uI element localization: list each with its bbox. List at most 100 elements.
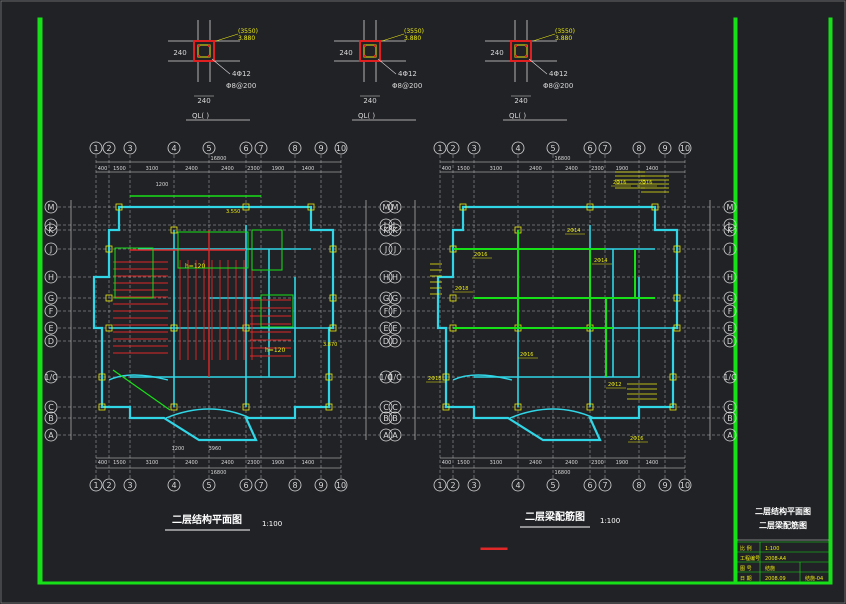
axis-bubble [723, 428, 737, 442]
dim-top: 1400 [302, 166, 315, 172]
axis-bubble [658, 478, 672, 492]
axis-bubble [511, 141, 525, 155]
rebar-dot [207, 44, 211, 48]
dim-top: 400 [98, 166, 108, 172]
axis-bubble [723, 270, 737, 284]
column [325, 373, 333, 381]
axis-left-D: D [388, 334, 402, 348]
axis-bottom-10: 10 [334, 478, 348, 492]
column [651, 203, 659, 211]
dim-note: 1200 [172, 446, 185, 452]
axis-left-L: L [44, 218, 58, 232]
dim-total-bottom: 16800 [555, 470, 571, 476]
axis-bubble [44, 242, 58, 256]
dim-height: 240 [173, 49, 186, 57]
dim-top: 3100 [490, 166, 503, 172]
dim-bottom: 1400 [646, 460, 659, 466]
rebar-spec: 4Φ12 [549, 70, 568, 78]
column [669, 403, 677, 411]
axis-bubble [723, 400, 737, 414]
arc-wall [108, 374, 169, 381]
column [307, 203, 315, 211]
drawing-title: 二层梁配筋图 [759, 520, 807, 530]
axis-bubble [388, 411, 402, 425]
stirrup [197, 44, 211, 58]
axis-bubble [388, 321, 402, 335]
axis-label: 10 [680, 481, 690, 490]
axis-bubble [102, 141, 116, 155]
axis-bubble [254, 478, 268, 492]
axis-label: B [392, 414, 398, 423]
column [242, 203, 250, 211]
axis-right-M: M [723, 200, 737, 214]
beam-spec: 2Φ18 [428, 376, 441, 382]
axis-left-D: D [44, 334, 58, 348]
axis-bubble [388, 242, 402, 256]
title-row-extra: 结施-04 [805, 575, 823, 582]
axis-top-5: 5 [202, 141, 216, 155]
axis-bubble [379, 334, 393, 348]
axis-bubble [44, 370, 58, 384]
elevation-label: 3.880 [555, 35, 572, 42]
axis-left-H: H [44, 270, 58, 284]
dim-top: 1900 [616, 166, 629, 172]
axis-left-C: C [44, 400, 58, 414]
axis-top-3: 3 [123, 141, 137, 155]
axis-bubble [446, 478, 460, 492]
axis-top-4: 4 [511, 141, 525, 155]
axis-bubble [598, 141, 612, 155]
axis-label: G [383, 294, 389, 303]
leader [211, 58, 231, 75]
dim-top: 2400 [529, 166, 542, 172]
axis-left-J: J [388, 242, 402, 256]
axis-label: C [48, 403, 54, 412]
axis-bubble [44, 321, 58, 335]
axis-bubble [379, 428, 393, 442]
axis-top-8: 8 [288, 141, 302, 155]
axis-label: 2 [450, 144, 455, 153]
axis-label: K [383, 226, 389, 235]
axis-bubble [239, 141, 253, 155]
axis-bubble [723, 304, 737, 318]
axis-bubble [598, 478, 612, 492]
axis-top-6: 6 [583, 141, 597, 155]
axis-bottom-5: 5 [546, 478, 560, 492]
axis-label: C [383, 403, 389, 412]
arc-wall [452, 374, 513, 381]
axis-bottom-1: 1 [89, 478, 103, 492]
axis-bubble [433, 141, 447, 155]
axis-label: 3 [127, 144, 132, 153]
axis-right-G: G [723, 291, 737, 305]
axis-bubble [44, 411, 58, 425]
title-row-label: 日 期 [740, 576, 752, 582]
axis-label: 4 [171, 481, 176, 490]
axis-label: 1 [437, 481, 442, 490]
column [170, 403, 178, 411]
axis-label: 10 [680, 144, 690, 153]
dim-bottom: 1900 [616, 460, 629, 466]
column [449, 294, 457, 302]
axis-bubble [723, 200, 737, 214]
stirrup-spec: Φ8@200 [543, 82, 573, 90]
axis-bubble [44, 218, 58, 232]
left-binding-strip [37, 17, 43, 585]
title-row-label: 工程编号 [740, 555, 760, 562]
axis-label: C [392, 403, 398, 412]
axis-label: M [48, 203, 55, 212]
title-row-value: 1:100 [765, 546, 779, 552]
axis-label: 7 [602, 144, 607, 153]
dim-bottom: 2300 [591, 460, 604, 466]
axis-label: H [392, 273, 398, 282]
dim-bottom: 1500 [457, 460, 470, 466]
axis-top-5: 5 [546, 141, 560, 155]
axis-label: E [383, 324, 388, 333]
axis-right-K: K [723, 223, 737, 237]
axis-bottom-4: 4 [511, 478, 525, 492]
axis-bubble [379, 321, 393, 335]
axis-bubble [167, 141, 181, 155]
dim-width: 240 [197, 97, 210, 105]
axis-label: 2 [450, 481, 455, 490]
axis-right-B: B [723, 411, 737, 425]
